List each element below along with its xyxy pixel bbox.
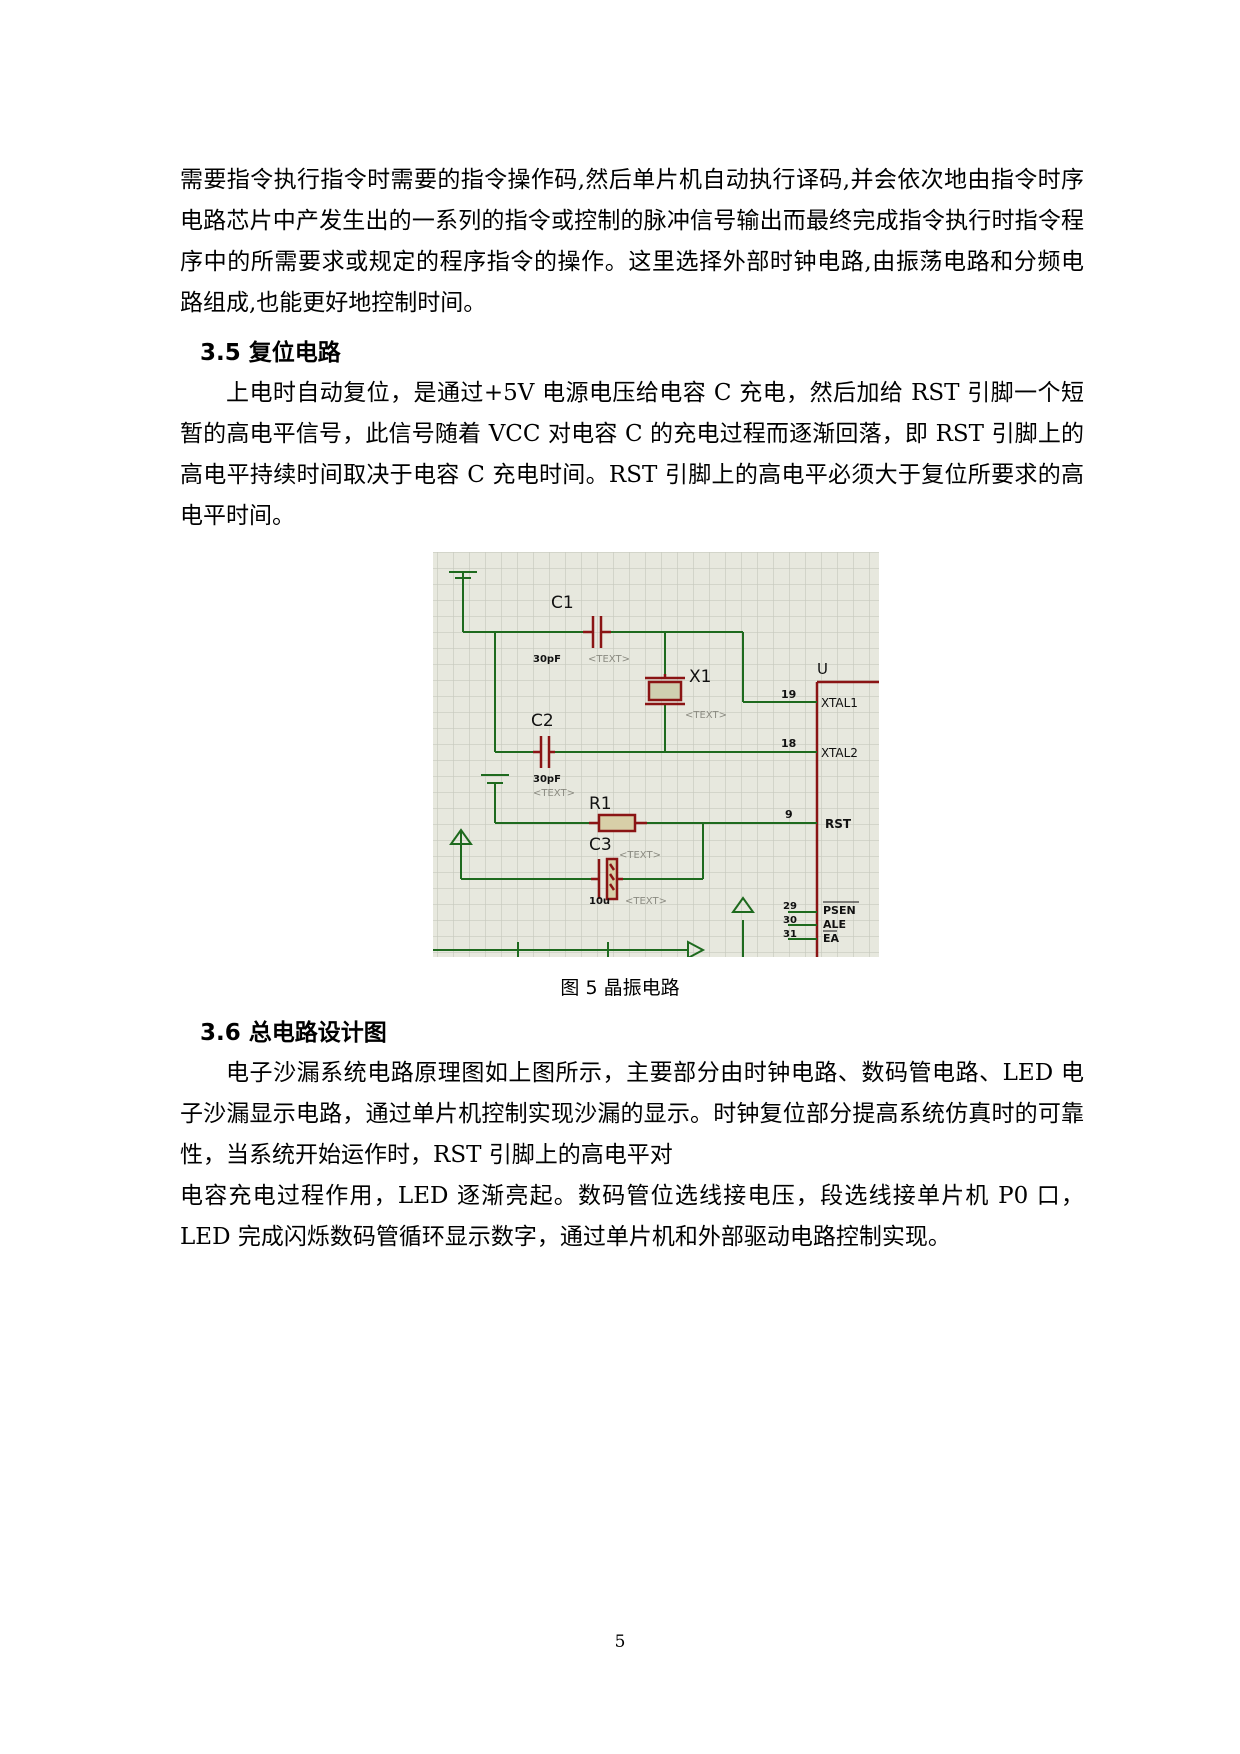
ground-icon [481,774,509,792]
schematic-wires [433,584,817,957]
label-pin31: 31 [783,929,797,940]
paragraph-clock-circuit: 需要指令执行指令时需要的指令操作码,然后单片机自动执行译码,并会依次地由指令时序… [180,167,1084,316]
label-x1: X1 [689,667,711,687]
paragraph-overall-design-b: 电容充电过程作用，LED 逐渐亮起。数码管位选线接电压，段选线接单片机 P0 口… [180,1183,1084,1250]
label-c2-text: <TEXT> [533,788,575,799]
label-u: U [817,660,828,678]
power-arrow-icon [687,940,706,960]
label-c1: C1 [551,593,574,613]
label-ale: ALE [823,918,846,931]
label-c2: C2 [531,711,554,731]
page-number: 5 [614,1632,626,1652]
label-c3-text-a: <TEXT> [619,850,661,861]
resistor-r1-icon [589,813,647,833]
label-c3-value: 10u [589,896,610,907]
label-ea: EA [823,932,840,945]
label-c3-text-b: <TEXT> [625,896,667,907]
label-c1-value: 30pF [533,654,561,665]
crystal-x1-icon [645,674,685,706]
label-pin30: 30 [783,915,797,926]
section-heading-3-5: 3.5 复位电路 [200,340,341,366]
label-x1-text: <TEXT> [685,710,727,721]
capacitor-c3-icon [591,857,623,901]
paragraph-reset-circuit: 上电时自动复位，是通过+5V 电源电压给电容 C 充电，然后加给 RST 引脚一… [180,380,1084,529]
schematic-diagram: C1 30pF <TEXT> X1 <TEXT> U 19 XTAL1 C2 1… [433,552,879,960]
label-c1-text: <TEXT> [588,654,630,665]
label-c2-value: 30pF [533,774,561,785]
figure-crystal-circuit: C1 30pF <TEXT> X1 <TEXT> U 19 XTAL1 C2 1… [433,552,879,960]
paragraph-overall-design-a: 电子沙漏系统电路原理图如上图所示，主要部分由时钟电路、数码管电路、LED 电子沙… [180,1060,1084,1168]
label-rst: RST [825,817,852,831]
schematic-grid [433,552,879,957]
label-pin29: 29 [783,901,797,912]
power-arrow-icon [449,828,473,845]
figure-caption: 图 5 晶振电路 [560,977,680,999]
label-pin18: 18 [781,737,796,750]
label-psen: PSEN [823,904,856,917]
schematic-labels: C1 30pF <TEXT> X1 <TEXT> U 19 XTAL1 C2 1… [531,593,858,945]
label-pin9: 9 [785,808,793,821]
capacitor-c2-icon [533,736,555,768]
power-arrow-icon [731,896,755,913]
label-pin19: 19 [781,688,796,701]
ground-icon [449,571,477,584]
capacitor-c1-icon [583,616,611,648]
label-r1: R1 [589,794,612,814]
label-xtal2: XTAL2 [821,746,858,760]
label-c3: C3 [589,835,612,855]
section-heading-3-6: 3.6 总电路设计图 [200,1020,387,1046]
label-xtal1: XTAL1 [821,696,858,710]
